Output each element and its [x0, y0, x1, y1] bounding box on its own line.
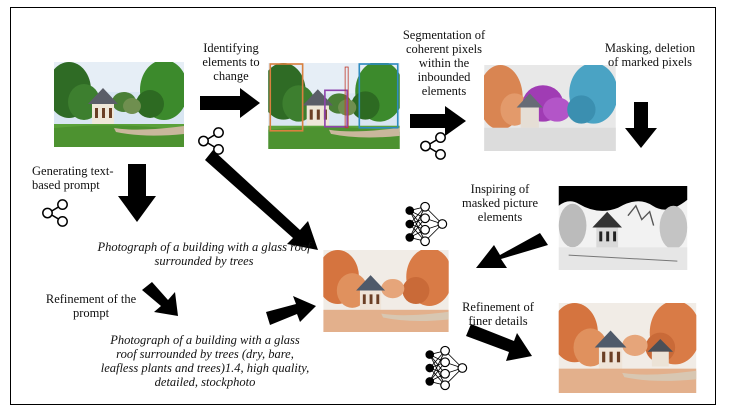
bounding-box-mid-red — [344, 66, 349, 129]
share-icon — [196, 126, 226, 156]
original-photo — [54, 62, 184, 147]
step-inspire-label: Inspiring of masked picture elements — [461, 182, 538, 224]
step-refine-prompt-label: Refinement of the prompt — [45, 292, 137, 320]
segmentation-photo — [484, 65, 616, 151]
neural-network-icon-details — [424, 345, 470, 391]
final-photo — [555, 303, 700, 393]
initial-prompt-text: Photograph of a building with a glass ro… — [97, 240, 311, 268]
bounding-box-right — [358, 63, 399, 129]
step-segment-label: Segmentation of coherent pixels within t… — [402, 28, 486, 98]
bounding-box-left — [269, 63, 304, 132]
neural-network-icon — [404, 201, 450, 247]
bounding-box-middle — [324, 89, 348, 128]
step-mask-label: Masking, deletion of marked pixels — [604, 41, 696, 69]
annotated-photo — [268, 63, 400, 149]
share-icon-prompt — [40, 198, 70, 228]
step-generate-label: Generating text-based prompt — [32, 164, 114, 192]
generated-photo — [323, 250, 449, 332]
refined-prompt-text: Photograph of a building with a glass ro… — [100, 333, 310, 389]
masked-photo — [558, 186, 688, 270]
step-identify-label: Identifying elements to change — [202, 41, 260, 83]
share-icon-segmentation — [418, 131, 448, 161]
step-refine-details-label: Refinement of finer details — [462, 300, 534, 328]
